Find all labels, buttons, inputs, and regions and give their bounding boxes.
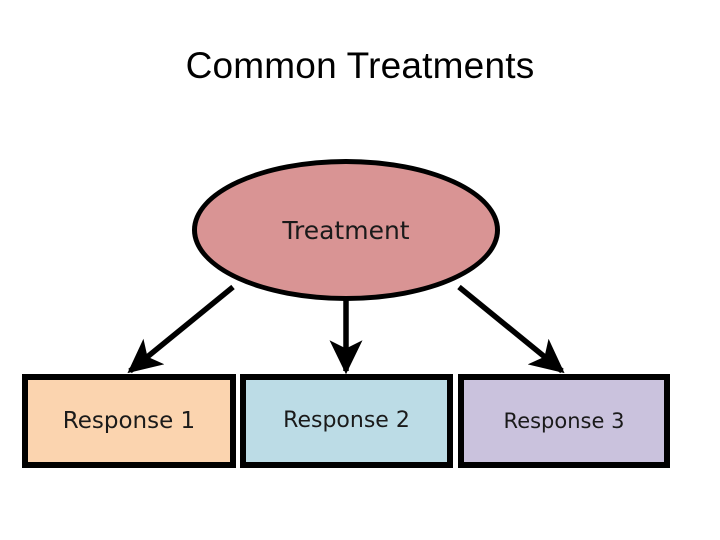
node-response-3-label: Response 3 [503,408,625,433]
node-response-3[interactable]: Response 3 [458,374,670,468]
node-treatment[interactable]: Treatment [192,159,500,301]
node-response-1-label: Response 1 [62,407,196,434]
node-response-2[interactable]: Response 2 [240,374,453,468]
node-response-2-label: Response 2 [283,408,410,433]
node-treatment-label: Treatment [282,215,410,245]
page-title: Common Treatments [185,45,535,86]
connector-right [457,284,565,374]
node-response-1[interactable]: Response 1 [22,374,236,468]
connector-left [127,284,235,374]
